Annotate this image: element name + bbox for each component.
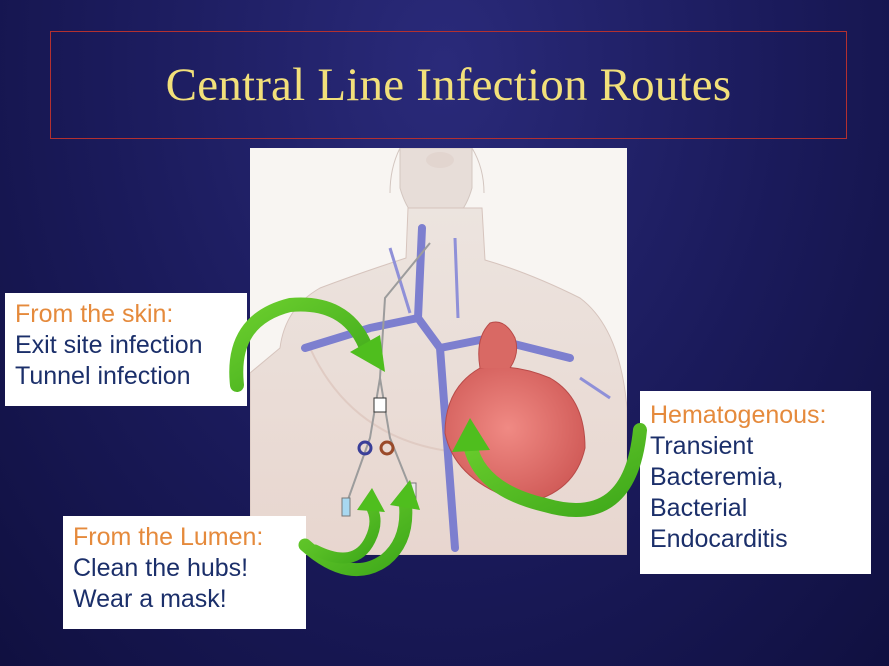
skin-line-1: Exit site infection: [15, 330, 237, 361]
slide-title: Central Line Infection Routes: [166, 58, 732, 112]
skin-callout: From the skin: Exit site infection Tunne…: [5, 293, 247, 406]
lumen-heading: From the Lumen:: [73, 522, 296, 553]
skin-line-2: Tunnel infection: [15, 361, 237, 392]
hematogenous-line-4: Endocarditis: [650, 524, 861, 555]
lumen-line-1: Clean the hubs!: [73, 553, 296, 584]
lumen-line-2: Wear a mask!: [73, 584, 296, 615]
hematogenous-line-1: Transient: [650, 431, 861, 462]
hematogenous-line-2: Bacteremia,: [650, 462, 861, 493]
hematogenous-line-3: Bacterial: [650, 493, 861, 524]
title-frame: Central Line Infection Routes: [50, 31, 847, 139]
hematogenous-callout: Hematogenous: Transient Bacteremia, Bact…: [640, 391, 871, 574]
lumen-callout: From the Lumen: Clean the hubs! Wear a m…: [63, 516, 306, 629]
skin-heading: From the skin:: [15, 299, 237, 330]
hematogenous-heading: Hematogenous:: [650, 400, 861, 431]
anatomy-illustration: [250, 148, 627, 555]
